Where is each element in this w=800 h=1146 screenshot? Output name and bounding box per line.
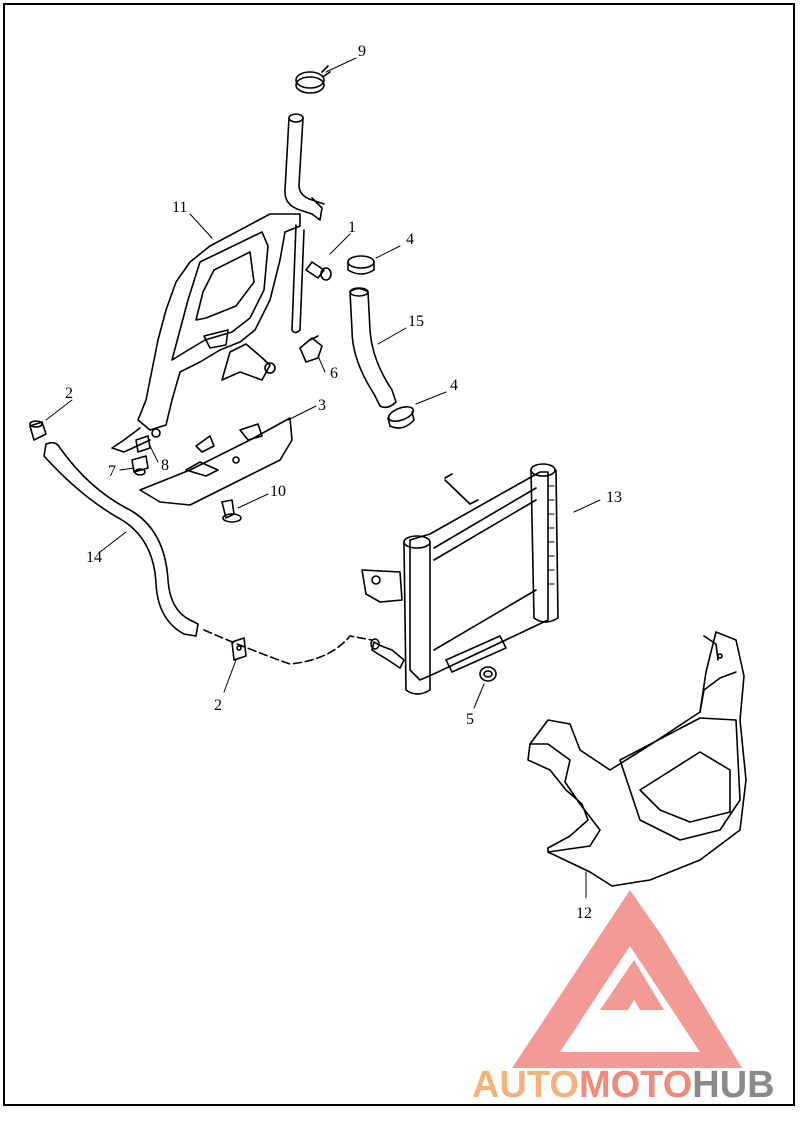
callout-10: 10 xyxy=(270,483,286,500)
part-14-hose xyxy=(43,441,199,637)
upper-pipe xyxy=(284,113,325,334)
callout-6: 6 xyxy=(330,365,338,382)
part-9-clamp xyxy=(295,65,331,94)
callout-3: 3 xyxy=(318,397,326,414)
part-4-clamp-bottom xyxy=(387,406,415,429)
callout-14: 14 xyxy=(86,549,102,566)
callout-11: 11 xyxy=(172,199,187,216)
callout-13: 13 xyxy=(606,489,622,506)
part-1-bolt xyxy=(305,261,332,281)
part-2-cap-bottom xyxy=(231,637,247,661)
callout-12: 12 xyxy=(576,905,592,922)
callout-9: 9 xyxy=(358,43,366,60)
callout-4-bottom: 4 xyxy=(450,377,458,394)
part-13-radiator xyxy=(361,463,559,695)
callout-4-top: 4 xyxy=(406,231,414,248)
part-10-screw xyxy=(221,499,242,523)
callout-2-top: 2 xyxy=(65,385,73,402)
part-11-bracket xyxy=(111,213,301,453)
part-15-hose xyxy=(349,287,397,409)
diagram-frame xyxy=(3,3,795,1106)
part-5-grommet xyxy=(479,666,497,682)
watermark-auto: AUTOMOTOHUB xyxy=(472,1064,775,1106)
callout-15: 15 xyxy=(408,313,424,330)
hose-route-line xyxy=(203,629,373,665)
part-6-clip xyxy=(299,335,323,363)
watermark-logo xyxy=(512,890,742,1068)
callout-1: 1 xyxy=(348,219,356,236)
callout-labels: 9 11 1 4 15 6 4 3 2 8 7 10 13 14 2 5 12 xyxy=(65,43,622,922)
part-2-cap-top xyxy=(29,420,47,441)
callout-2-bottom: 2 xyxy=(214,697,222,714)
watermark-text: AUTOMOTOHUB xyxy=(472,1064,775,1106)
callout-7: 7 xyxy=(108,463,116,480)
leader-lines xyxy=(45,57,601,899)
callout-5: 5 xyxy=(466,711,474,728)
part-4-clamp-top xyxy=(347,255,375,275)
part-3-cover xyxy=(139,417,293,506)
part-12-shroud xyxy=(527,631,747,887)
callout-8: 8 xyxy=(161,457,169,474)
